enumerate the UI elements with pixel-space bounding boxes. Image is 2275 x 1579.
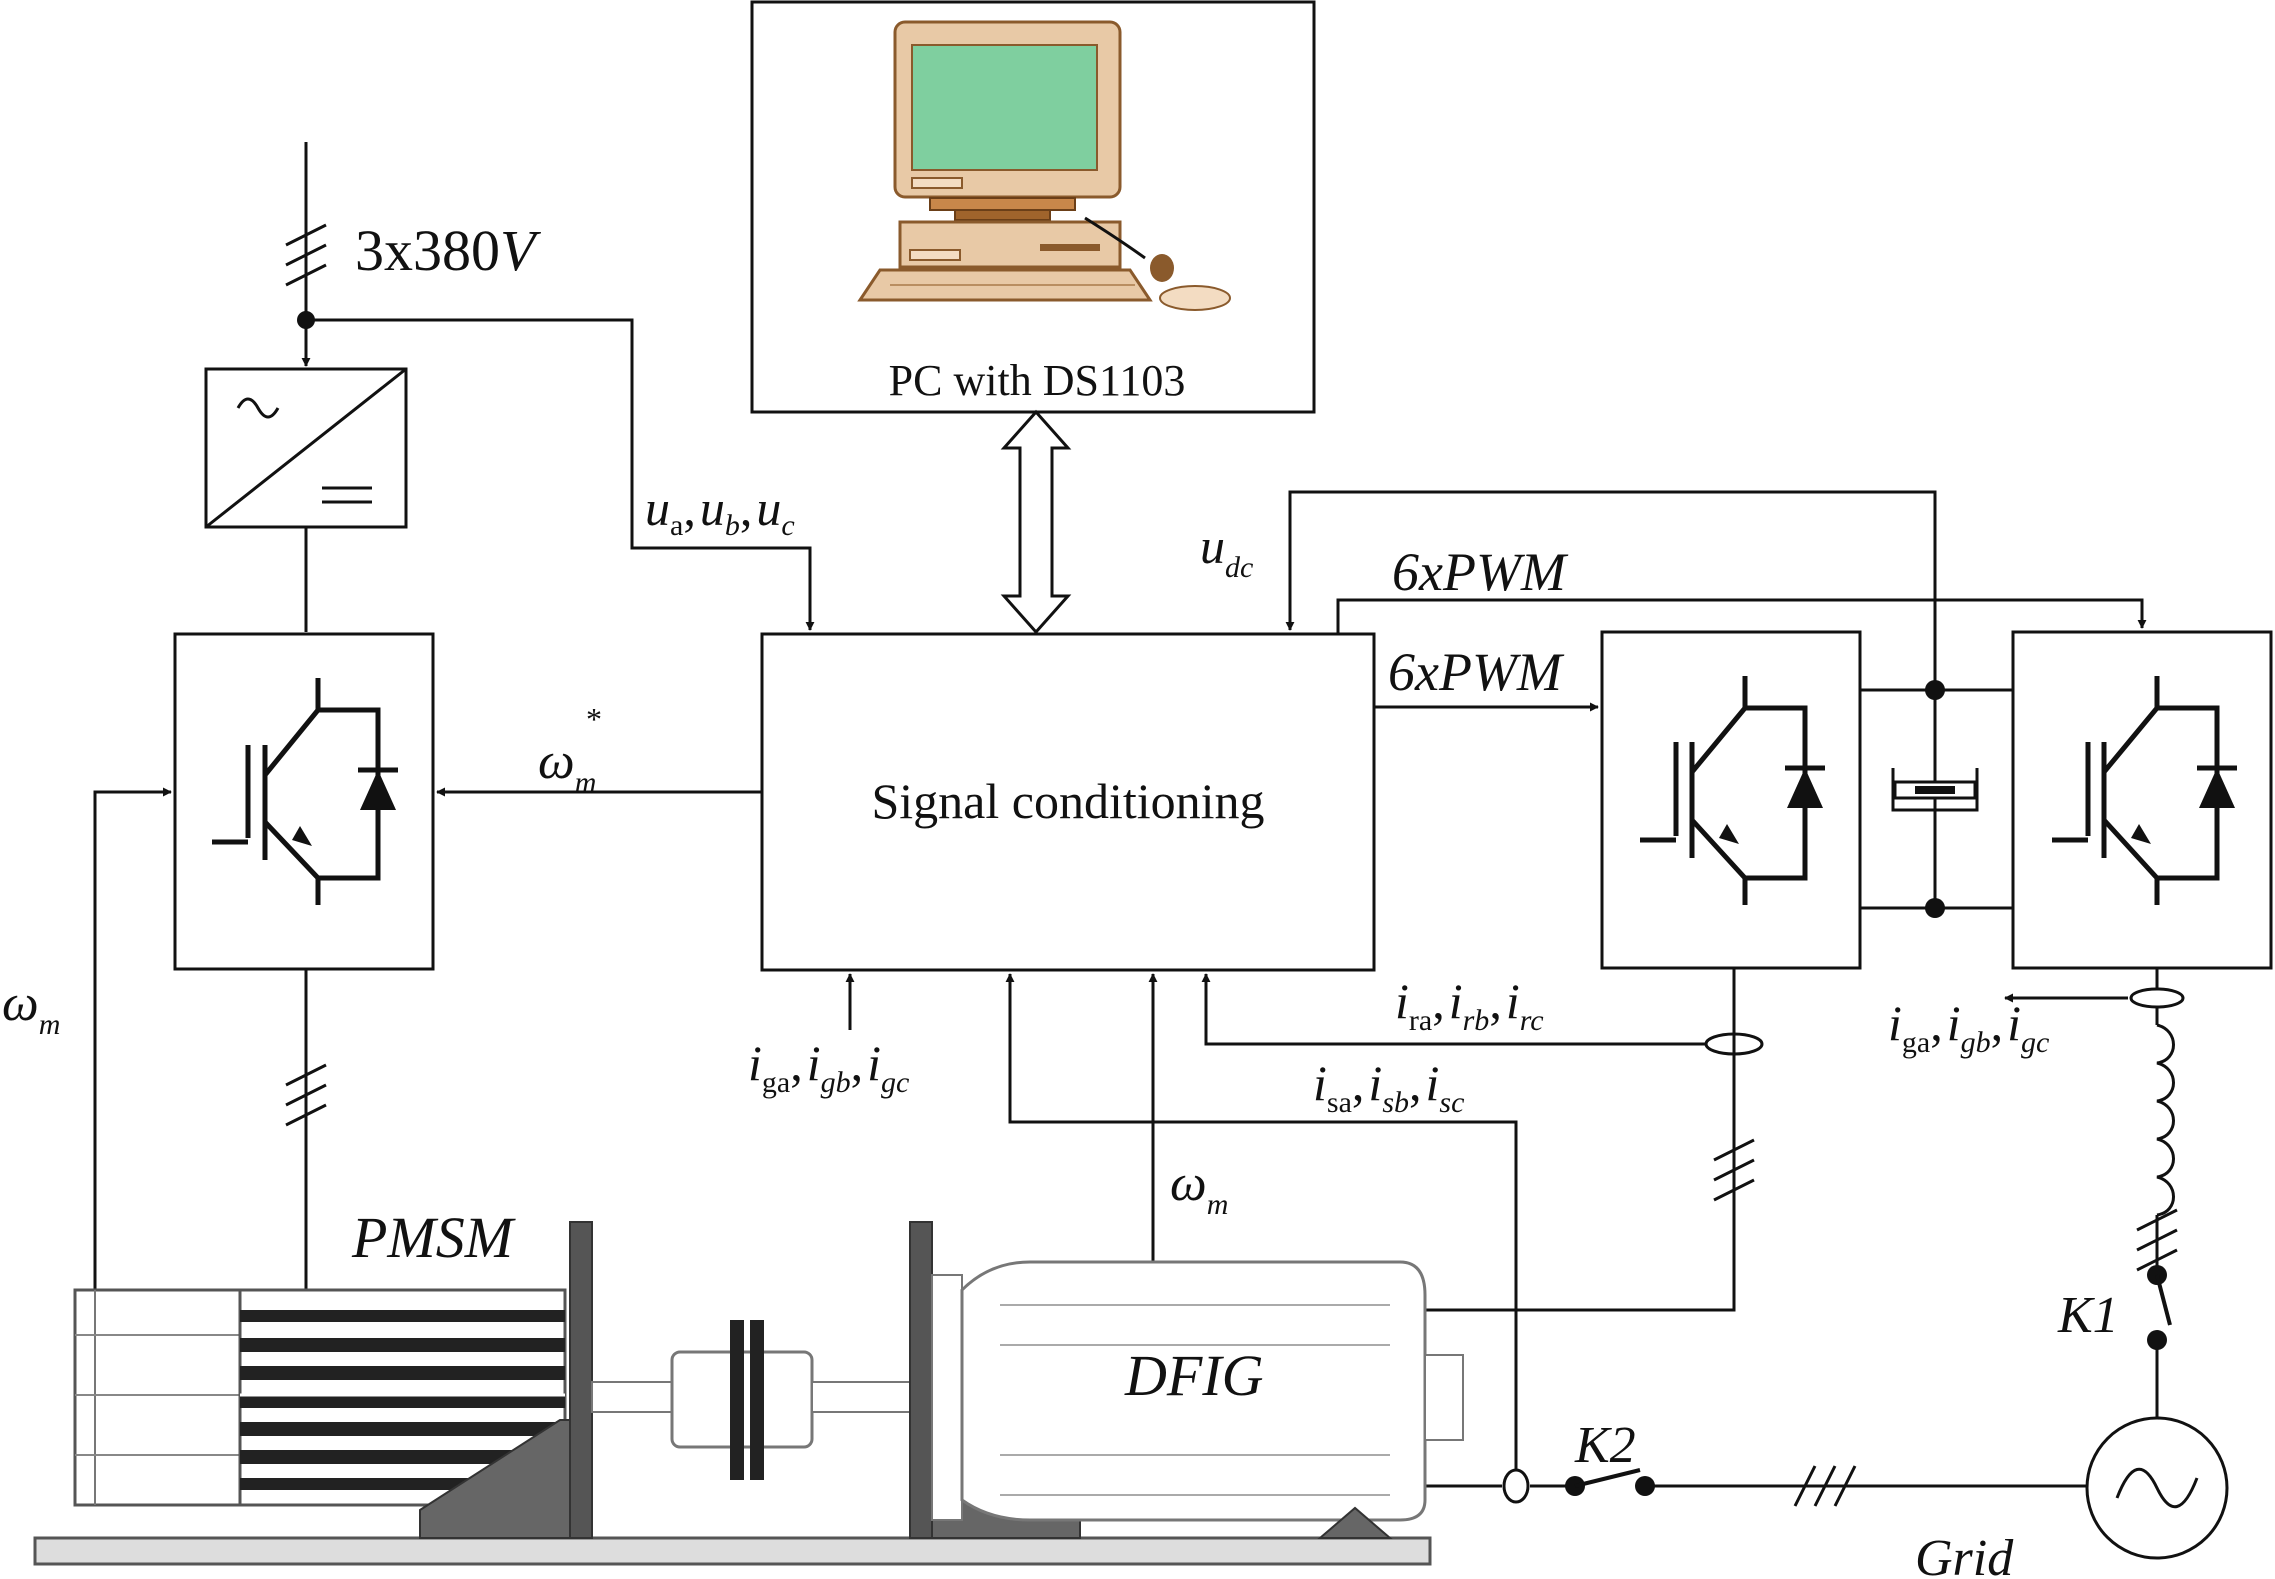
pmsm-inverter-block [173,632,435,971]
signal-conditioning-block: Signal conditioning [760,632,1376,972]
supply-label: 3x380V [355,218,542,283]
dfig-label: DFIG [1124,1343,1264,1408]
computer-icon [857,20,1231,311]
omega-left-label: ωm [2,975,60,1041]
ig-left-label: iga,igb,igc [748,1035,909,1099]
grid-label: Grid [1915,1530,2014,1579]
ir-label: ira,irb,irc [1395,973,1544,1037]
pwm-top-label: 6xPWM [1392,542,1569,602]
is-label: isa,isb,isc [1313,1055,1464,1119]
pwm-mid-label: 6xPWM [1388,642,1565,702]
pc-block: PC with DS1103 [750,0,1316,414]
k1-switch [2155,1274,2172,1326]
supply-line [285,142,327,367]
grid-source [2085,1416,2229,1560]
ig-right-label: iga,igb,igc [1888,995,2049,1059]
rotor-side-converter [1600,630,1862,970]
test-bench: PMSM DFIG [33,1205,1464,1566]
pmsm-motor [73,1288,567,1507]
k2-label: K2 [1574,1417,1636,1474]
dfig-machine [931,1260,1464,1539]
omega-ref-star: * [586,701,602,737]
udc-label: udc [1200,518,1253,584]
grid-inductor [2156,1023,2175,1217]
rectifier-block [204,367,408,529]
k2-switch [1574,1468,1641,1488]
pc-label: PC with DS1103 [889,356,1186,405]
omega-ref-label: ωm [538,733,596,799]
dc-link-capacitor [1860,688,2013,910]
grid-side-converter [2011,630,2273,970]
k1-label: K1 [2057,1287,2119,1344]
u-abc-label: ua,ub,uc [645,480,795,542]
pc-bus-arrow [1000,409,1072,635]
pmsm-label: PMSM [351,1205,516,1270]
signal-conditioning-label: Signal conditioning [871,773,1264,829]
omega-bottom-label: ωm [1170,1155,1228,1221]
